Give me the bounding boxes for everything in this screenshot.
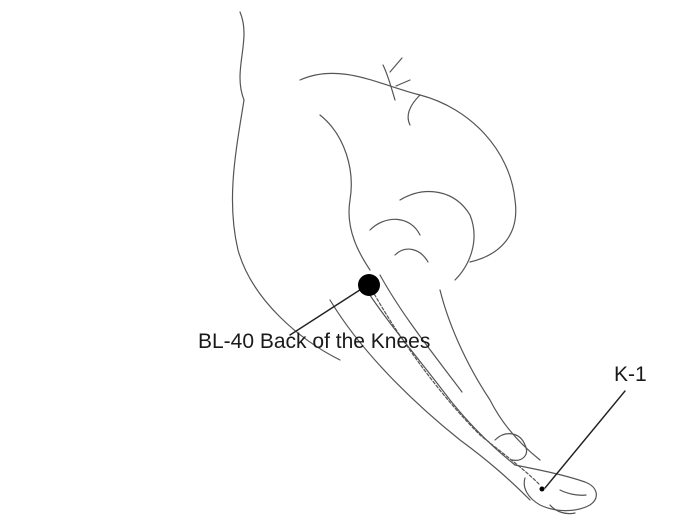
bl40-label: BL-40 Back of the Knees — [198, 330, 430, 354]
knee-contour — [400, 192, 474, 280]
body-outline — [232, 12, 340, 360]
k1-point — [540, 487, 545, 492]
k1-label: K-1 — [614, 363, 647, 387]
shin-front — [440, 290, 540, 460]
thigh-lower-contour — [320, 115, 370, 270]
meridian-line — [372, 290, 540, 485]
foot-outline — [515, 465, 596, 511]
ankle-contour — [495, 434, 527, 461]
thigh-upper-contour — [300, 73, 516, 262]
k1-leader-line — [545, 391, 625, 488]
bl40-leader-line — [290, 286, 366, 335]
bl40-point — [358, 274, 380, 296]
